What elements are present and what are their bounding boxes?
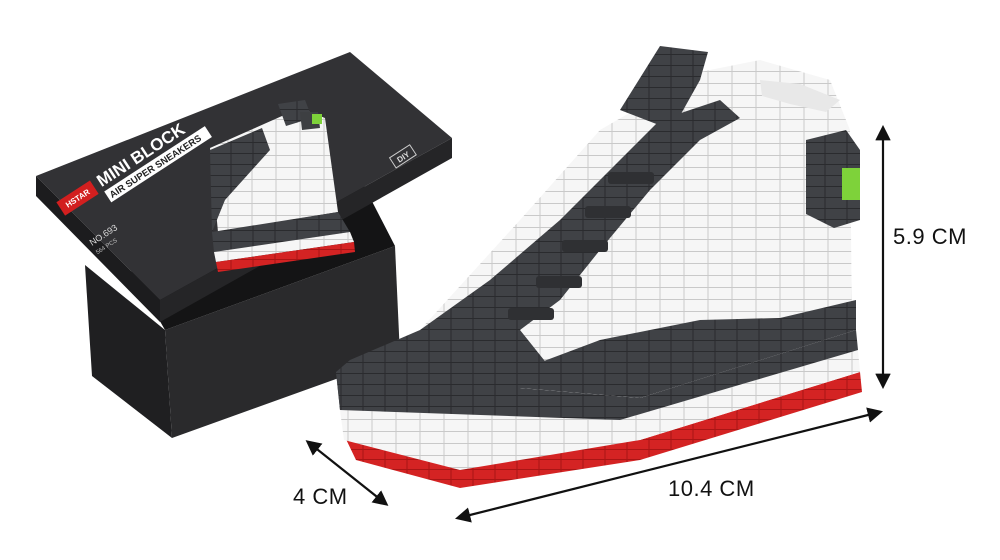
lid-sneaker-illustration <box>210 100 355 272</box>
dimension-lines <box>305 124 891 523</box>
toe-box-dark <box>336 330 560 410</box>
box-base-front <box>85 265 172 438</box>
collar-opening <box>760 80 840 112</box>
heel-green-accent <box>842 168 860 200</box>
lace-studs <box>508 172 654 320</box>
diy-tag: DIY <box>388 144 417 169</box>
lid-subtitle-bar <box>104 126 212 203</box>
eyestay-dark <box>420 100 740 330</box>
depth-label: 4 CM <box>293 484 348 509</box>
midsole-dark <box>336 330 858 420</box>
tongue-dark <box>620 46 708 130</box>
depth-arrow <box>305 440 389 506</box>
brand-badge <box>56 180 99 216</box>
heel-counter-dark <box>806 130 860 228</box>
length-arrow <box>455 407 883 523</box>
mudguard-dark <box>520 300 856 398</box>
length-label: 10.4 CM <box>668 476 755 501</box>
height-label: 5.9 CM <box>893 224 967 249</box>
gift-box: HSTAR MINI BLOCK AIR SUPER SNEAKERS NO.6… <box>36 52 452 438</box>
box-base-side <box>165 246 400 438</box>
